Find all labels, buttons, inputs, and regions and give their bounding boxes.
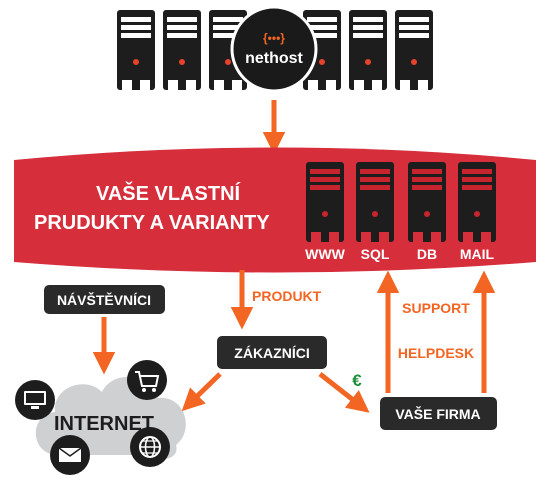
- internet-label: INTERNET: [54, 413, 154, 435]
- server-icon: [395, 10, 433, 90]
- company-node: VAŠE FIRMA: [380, 397, 497, 430]
- logo-glyph: {•••}: [263, 31, 285, 45]
- banner-title-line2: PRUDUKTY A VARIANTY: [34, 212, 270, 234]
- server-mail-icon: [458, 162, 496, 242]
- globe-icon: [130, 427, 170, 467]
- helpdesk-label: HELPDESK: [398, 345, 474, 361]
- support-label: SUPPORT: [402, 300, 470, 316]
- banner-title-line1: VAŠE VLASTNÍ: [96, 181, 241, 205]
- customers-node: ZÁKAZNÍCI: [217, 336, 327, 369]
- visitors-node: NÁVŠTĚVNÍCI: [44, 285, 165, 314]
- server-icon: [117, 10, 155, 90]
- server-icon: [163, 10, 201, 90]
- server-icon: [349, 10, 387, 90]
- customers-label: ZÁKAZNÍCI: [234, 345, 309, 361]
- server-label-www: WWW: [305, 246, 345, 262]
- arrow-customers-to-internet: [181, 372, 222, 412]
- envelope-icon: [50, 435, 90, 475]
- visitors-label: NÁVŠTĚVNÍCI: [57, 291, 151, 308]
- server-label-db: DB: [417, 246, 437, 262]
- server-label-mail: MAIL: [460, 246, 495, 262]
- euro-label: €: [352, 371, 362, 390]
- products-banner: VAŠE VLASTNÍ PRUDUKTY A VARIANTY WWW SQL…: [14, 147, 536, 273]
- server-label-sql: SQL: [361, 246, 390, 262]
- shopping-cart-icon: [127, 360, 167, 400]
- server-db-icon: [408, 162, 446, 242]
- internet-cloud: INTERNET: [15, 360, 186, 475]
- server-sql-icon: [356, 162, 394, 242]
- product-label: PRODUKT: [252, 288, 322, 304]
- server-www-icon: [306, 162, 344, 242]
- monitor-icon: [15, 380, 55, 420]
- logo-wordmark: nethost: [245, 50, 303, 67]
- company-label: VAŠE FIRMA: [395, 405, 480, 422]
- banner-background: [14, 147, 536, 273]
- arrow-customers-to-company: [318, 372, 370, 413]
- nethost-logo: {•••} nethost: [230, 5, 318, 93]
